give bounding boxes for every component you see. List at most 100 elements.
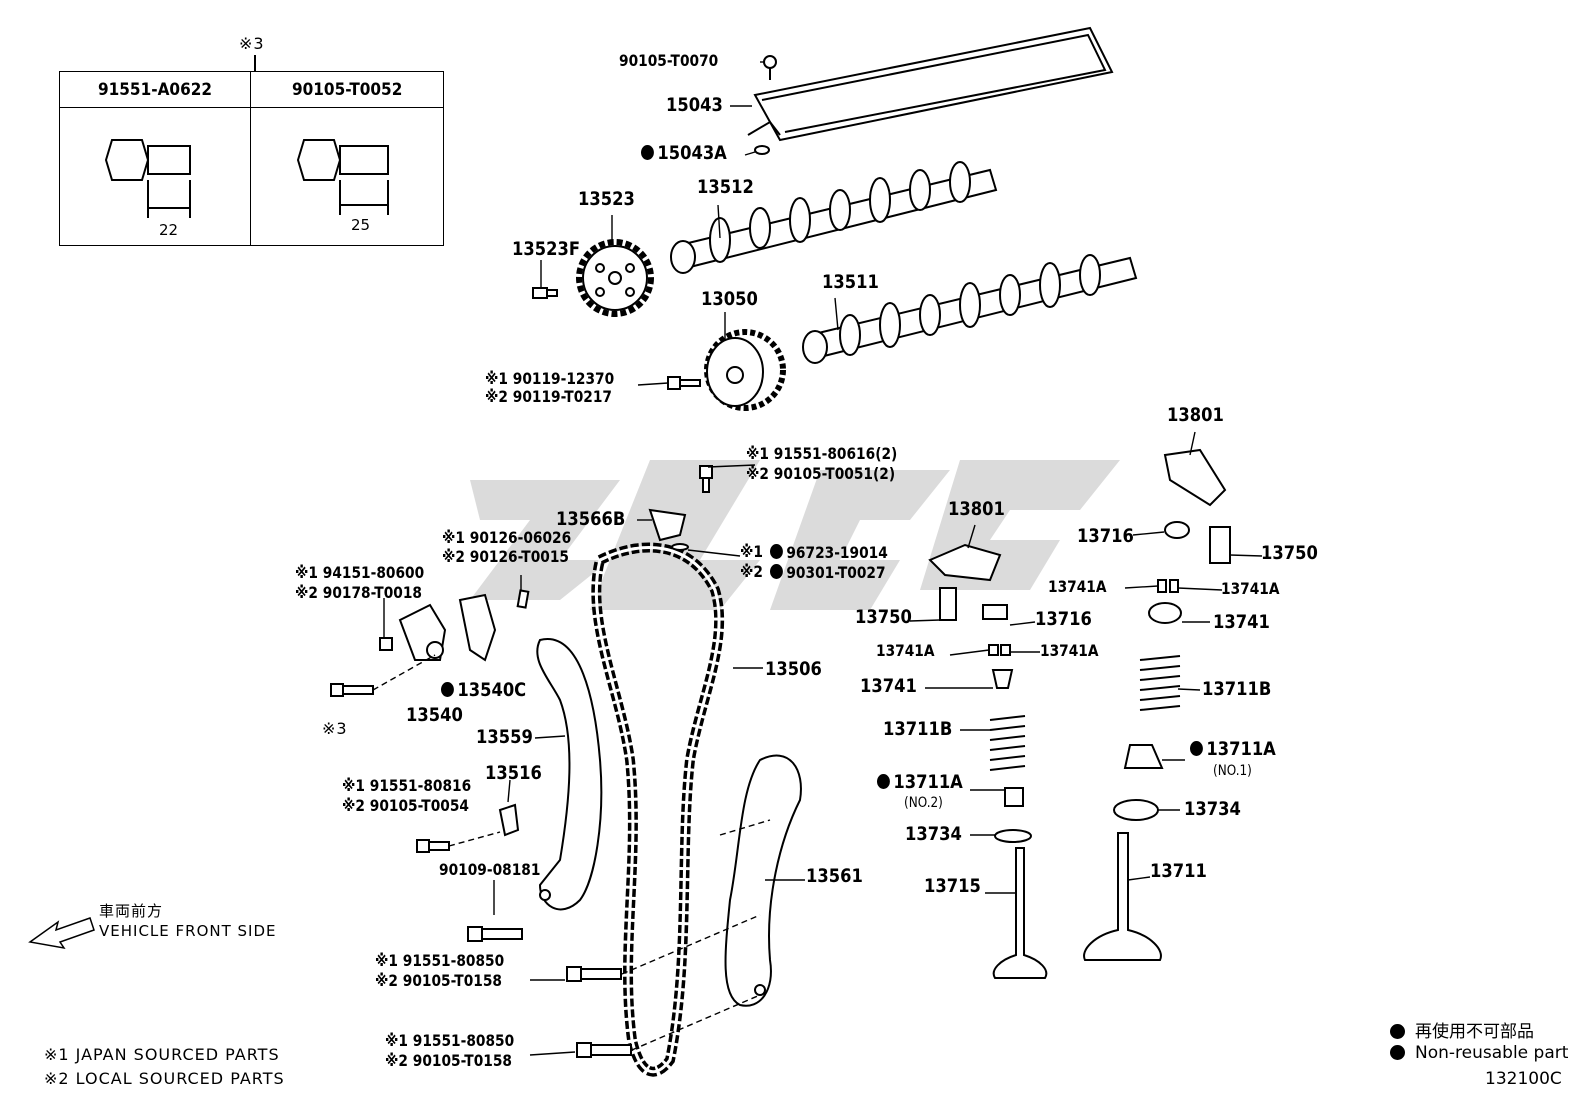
part-96723-19014: 96723-19014 — [770, 544, 887, 561]
legend-jp: 再使用不可部品 — [1390, 1017, 1534, 1042]
part-13523: 13523 — [578, 188, 635, 210]
bullet-icon — [1390, 1045, 1405, 1060]
part-15043: 15043 — [666, 94, 723, 116]
camshaft-13512 — [670, 161, 998, 274]
gasket-15043 — [747, 26, 1114, 155]
part-13711A-no2-note: (NO.2) — [904, 795, 943, 811]
table-bolts — [104, 55, 389, 218]
part-90301-T0027: 90301-T0027 — [770, 564, 885, 581]
part-91551-80616: ※1 91551-80616(2) — [746, 444, 898, 463]
tensioner-13540 — [398, 603, 447, 661]
part-13523F: 13523F — [512, 238, 581, 260]
bolt-size-table: 91551-A0622 90105-T0052 22 25 — [59, 71, 444, 246]
part-90105-T0054: ※2 90105-T0054 — [342, 796, 469, 815]
part-13561: 13561 — [806, 865, 863, 887]
bolt-90119 — [667, 376, 701, 390]
damper-13566B — [648, 508, 689, 551]
part-13734-left: 13734 — [905, 823, 962, 845]
part-13734-right: 13734 — [1184, 798, 1241, 820]
legend-en-text: Non-reusable part — [1415, 1043, 1569, 1063]
part-13741-left: 13741 — [860, 675, 917, 697]
part-90105-T0070: 90105-T0070 — [619, 51, 719, 70]
part-91551-80816: ※1 91551-80816 — [342, 776, 472, 795]
table-col2-dim: 25 — [351, 216, 371, 234]
bullet-icon — [1390, 1024, 1405, 1039]
part-90126-T0015: ※2 90126-T0015 — [442, 547, 569, 566]
table-col1-dim: 22 — [159, 221, 179, 239]
part-13506: 13506 — [765, 658, 822, 680]
chain-guide-13561 — [724, 754, 802, 1007]
bolt-mark-3: ※3 — [322, 719, 348, 738]
part-13711A-no2: 13711A — [877, 773, 962, 792]
part-90119-12370: ※1 90119-12370 — [485, 369, 615, 388]
part-90105-T0158-lower: ※2 90105-T0158 — [385, 1051, 512, 1070]
table-mark: ※3 — [239, 34, 265, 53]
arrow-icon — [28, 917, 95, 950]
part-13750-right: 13750 — [1261, 542, 1318, 564]
gasket-13540C — [458, 593, 497, 662]
direction-jp: 車両前方 — [99, 902, 164, 920]
part-13512: 13512 — [697, 176, 754, 198]
part-13741A-lower-right: 13741A — [1040, 641, 1099, 660]
part-13566B: 13566B — [556, 508, 626, 530]
part-13741A-upper-left: 13741A — [1048, 577, 1107, 596]
part-13050: 13050 — [701, 288, 758, 310]
part-13711A-no1-note: (NO.1) — [1213, 763, 1252, 779]
part-90126-06026: ※1 90126-06026 — [442, 528, 572, 547]
part-13716-upper: 13716 — [1077, 525, 1134, 547]
part-13511: 13511 — [822, 271, 879, 293]
part-13516: 13516 — [485, 762, 542, 784]
part-13559: 13559 — [476, 726, 533, 748]
part-13711: 13711 — [1150, 860, 1207, 882]
part-13540C: 13540C — [441, 681, 526, 700]
part-13711B-right: 13711B — [1202, 678, 1272, 700]
chain-guide-13559 — [536, 638, 603, 911]
legend-jp-text: 再使用不可部品 — [1415, 1022, 1534, 1042]
bolt-13523F — [532, 287, 558, 299]
part-90105-T0051: ※2 90105-T0051(2) — [746, 464, 896, 483]
figure-code: 132100C — [1485, 1069, 1562, 1089]
mark-96723: ※1 — [740, 542, 763, 561]
valve-springs — [989, 655, 1181, 771]
table-col2-part: 90105-T0052 — [292, 80, 403, 100]
part-91551-80850-lower: ※1 91551-80850 — [385, 1031, 515, 1050]
part-13741A-lower-left: 13741A — [876, 641, 935, 660]
dashed-lines — [372, 654, 771, 1051]
table-divider — [250, 72, 251, 245]
part-13716-lower: 13716 — [1035, 608, 1092, 630]
sprocket-13523 — [576, 239, 654, 317]
part-94151-80600: ※1 94151-80600 — [295, 563, 425, 582]
part-90119-T0217: ※2 90119-T0217 — [485, 387, 612, 406]
rocker-arm-13801-upper — [1163, 448, 1227, 507]
part-13540: 13540 — [406, 704, 463, 726]
part-13741-right: 13741 — [1213, 611, 1270, 633]
valves — [992, 832, 1162, 979]
table-header — [60, 72, 443, 108]
part-90109-08181: 90109-08181 — [439, 860, 541, 879]
part-13801-lower: 13801 — [948, 498, 1005, 520]
timing-chain-13506 — [591, 542, 725, 1077]
direction-en: VEHICLE FRONT SIDE — [99, 922, 277, 940]
camshaft-13511 — [802, 254, 1138, 364]
valve-seats — [994, 744, 1164, 843]
part-13741A-upper-right: 13741A — [1221, 579, 1280, 598]
vvt-gear-13050 — [704, 329, 786, 411]
leader-lines — [383, 61, 1263, 1056]
part-13711B-left: 13711B — [883, 718, 953, 740]
rocker-arm-13801-lower — [928, 543, 1002, 582]
part-90105-T0158-upper: ※2 90105-T0158 — [375, 971, 502, 990]
part-13711A-no1: 13711A — [1190, 740, 1275, 759]
part-15043A: 15043A — [641, 144, 726, 163]
part-90178-T0018: ※2 90178-T0018 — [295, 583, 422, 602]
mark-90301: ※2 — [740, 562, 763, 581]
note-local-sourced: ※2 LOCAL SOURCED PARTS — [44, 1069, 285, 1088]
part-91551-80850-upper: ※1 91551-80850 — [375, 951, 505, 970]
part-13750-left: 13750 — [855, 606, 912, 628]
lash-adjusters — [939, 521, 1231, 689]
note-japan-sourced: ※1 JAPAN SOURCED PARTS — [44, 1045, 280, 1064]
part-13715: 13715 — [924, 875, 981, 897]
legend-en: Non-reusable part — [1390, 1043, 1568, 1063]
table-col1-part: 91551-A0622 — [98, 80, 213, 100]
part-13801-upper: 13801 — [1167, 404, 1224, 426]
